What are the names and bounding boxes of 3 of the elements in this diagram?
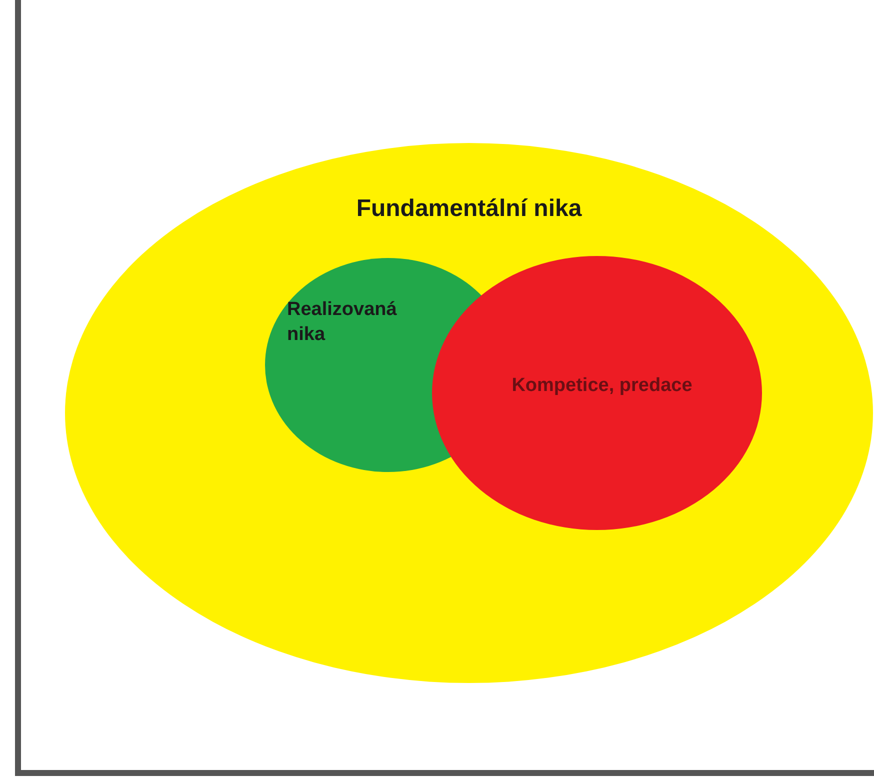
niche-label: Fundamentální nika <box>355 194 583 224</box>
niche-label: Kompetice, predace <box>510 374 694 398</box>
niche-label: Realizovaná nika <box>287 298 398 347</box>
